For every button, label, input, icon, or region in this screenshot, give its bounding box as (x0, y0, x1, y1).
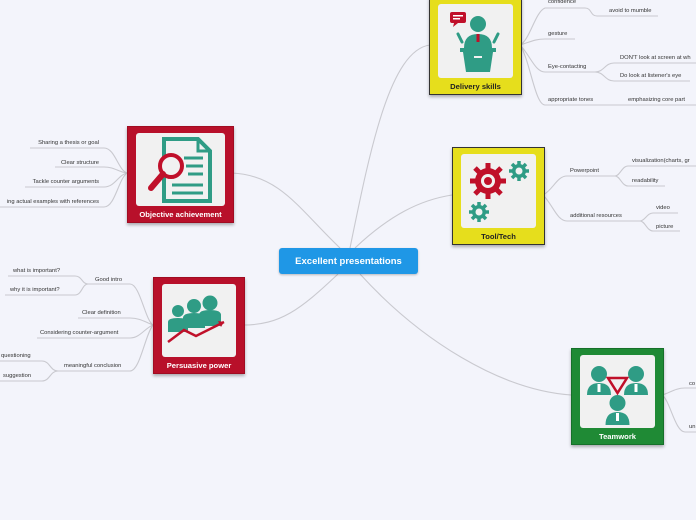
teamwork-title: Teamwork (572, 432, 663, 441)
label-eye-contacting[interactable]: Eye-contacting (548, 64, 586, 71)
teamwork-card[interactable]: Teamwork (571, 348, 664, 445)
delivery-skills-card[interactable]: Delivery skills (429, 0, 522, 95)
label-questioning[interactable]: questioning (1, 353, 31, 360)
central-topic-label: Excellent presentations (295, 256, 402, 267)
label-why-important[interactable]: why it is important? (10, 287, 60, 294)
tool-tech-card[interactable]: Tool/Tech (452, 147, 545, 245)
tool-tech-title: Tool/Tech (453, 232, 544, 241)
document-search-icon (136, 133, 225, 206)
objective-icon-panel (136, 133, 225, 206)
delivery-skills-title: Delivery skills (430, 82, 521, 91)
label-confidence[interactable]: confidence (548, 0, 576, 6)
team-icon (580, 355, 655, 428)
label-look-listener-eye[interactable]: Do look at listener's eye (620, 73, 681, 80)
label-powerpoint[interactable]: Powerpoint (570, 168, 599, 175)
persuasive-power-card[interactable]: Persuasive power (153, 277, 245, 374)
persuasive-power-title: Persuasive power (154, 361, 244, 370)
label-tackle-counter[interactable]: Tackle counter arguments (33, 179, 99, 186)
label-dont-look-screen[interactable]: DON'T look at screen at wh (620, 55, 691, 62)
objective-achievement-card[interactable]: Objective achievement (127, 126, 234, 223)
label-emphasizing-core[interactable]: emphasizing core part (628, 97, 685, 104)
label-video[interactable]: video (656, 205, 670, 212)
delivery-skills-icon-panel (438, 4, 513, 78)
tool-tech-icon-panel (461, 154, 536, 228)
persuasive-icon-panel (162, 284, 236, 357)
audience-growth-icon (162, 284, 236, 357)
label-appropriate-tones[interactable]: appropriate tones (548, 97, 593, 104)
central-topic[interactable]: Excellent presentations (279, 248, 418, 274)
label-teamwork-co[interactable]: co (689, 381, 695, 388)
objective-achievement-title: Objective achievement (128, 210, 233, 219)
label-sharing-thesis[interactable]: Sharing a thesis or goal (38, 140, 99, 147)
label-avoid-mumble[interactable]: avoid to mumble (609, 8, 652, 15)
gears-icon (461, 154, 536, 228)
presenter-icon (438, 4, 513, 78)
label-additional-resources[interactable]: additional resources (570, 213, 622, 220)
label-teamwork-un[interactable]: un (689, 424, 695, 431)
label-good-intro[interactable]: Good intro (95, 277, 122, 284)
label-visualization[interactable]: visualization(charts, gr (632, 158, 690, 165)
label-considering-counter[interactable]: Considering counter-argument (40, 330, 118, 337)
label-picture[interactable]: picture (656, 224, 673, 231)
label-clear-definition[interactable]: Clear definition (82, 310, 121, 317)
label-readability[interactable]: readability (632, 178, 658, 185)
label-suggestion[interactable]: suggestion (3, 373, 31, 380)
label-meaningful-conclusion[interactable]: meaningful conclusion (64, 363, 121, 370)
label-what-important[interactable]: what is important? (13, 268, 60, 275)
teamwork-icon-panel (580, 355, 655, 428)
label-gesture[interactable]: gesture (548, 31, 567, 38)
label-actual-examples[interactable]: ing actual examples with references (7, 199, 99, 206)
label-clear-structure[interactable]: Clear structure (61, 160, 99, 167)
